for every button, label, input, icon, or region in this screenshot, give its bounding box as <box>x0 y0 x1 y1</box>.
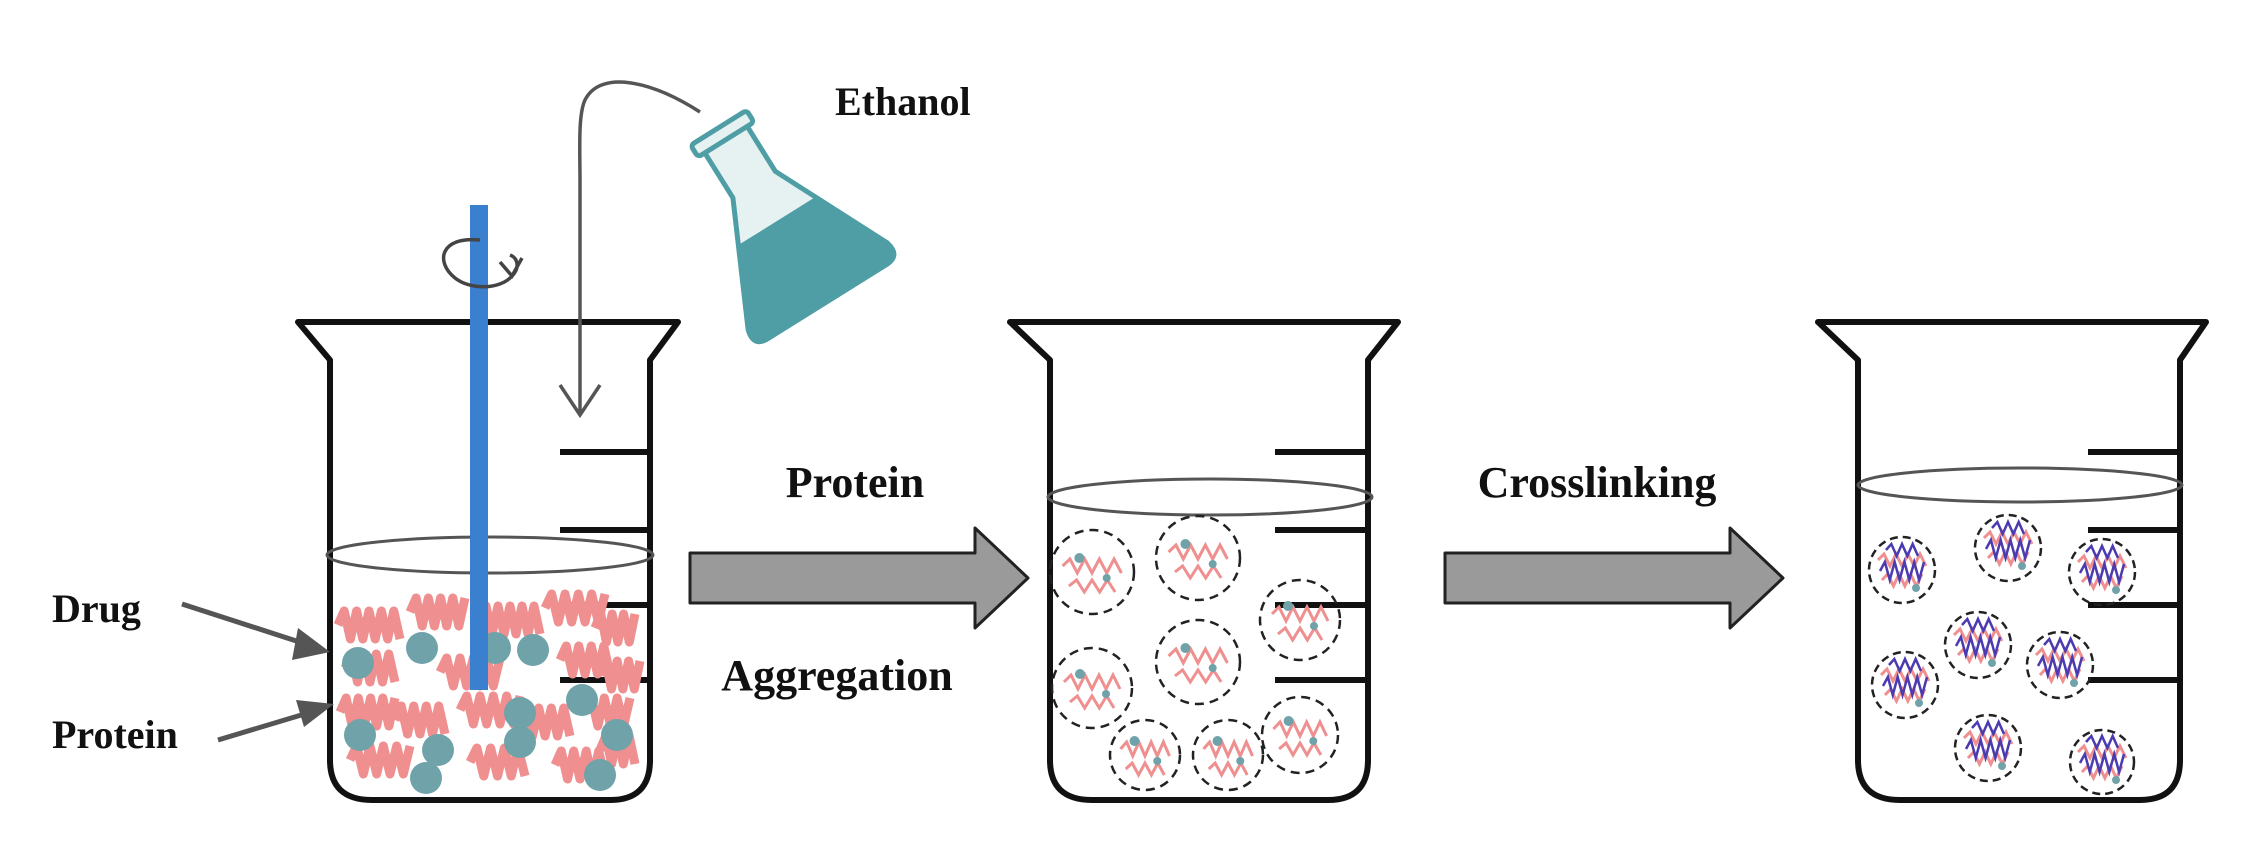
left-labels: Drug Protein <box>52 586 334 757</box>
beaker-2-liquid-surface <box>1046 477 1374 517</box>
aggregate-particle <box>1260 695 1340 775</box>
step-2-label: Crosslinking <box>1478 458 1717 507</box>
crosslinked-particle <box>1943 610 2013 680</box>
aggregate-particle <box>1191 718 1265 792</box>
aggregated-particles <box>1048 514 1342 792</box>
drug-particle <box>584 759 616 791</box>
drug-particle <box>504 697 536 729</box>
process-arrow-icon <box>1443 526 1785 630</box>
drug-particles <box>342 632 633 794</box>
protein-chain <box>590 609 640 647</box>
erlenmeyer-flask-icon <box>689 109 897 345</box>
step-1-label-bottom: Aggregation <box>721 651 952 700</box>
beaker-3-liquid-surface <box>1856 466 2184 504</box>
aggregate-particle <box>1258 578 1342 662</box>
aggregate-particle <box>1154 618 1242 706</box>
drug-particle <box>504 726 536 758</box>
protein-chain <box>390 701 450 739</box>
aggregate-particle <box>1050 646 1134 730</box>
beaker-3-outline <box>1815 319 2209 803</box>
beaker-1-outline <box>295 319 681 803</box>
drug-particle <box>601 719 633 751</box>
beaker-3 <box>1815 319 2209 803</box>
beaker-1-liquid-surface <box>325 535 655 575</box>
crosslinked-particle <box>1973 513 2043 583</box>
drug-label: Drug <box>52 586 141 631</box>
aggregate-particle <box>1108 718 1182 792</box>
protein-chain <box>335 693 400 731</box>
crosslinked-particle <box>2067 537 2137 607</box>
protein-chain <box>555 641 615 679</box>
crosslinked-particle <box>2068 728 2136 796</box>
beaker-3-graduations <box>2088 449 2182 683</box>
protein-label: Protein <box>52 712 178 757</box>
drug-particle <box>344 719 376 751</box>
step-1-arrow: Protein Aggregation <box>688 458 1030 700</box>
ethanol-flask: Ethanol <box>558 79 971 419</box>
crosslinked-particle <box>1867 535 1937 605</box>
beaker-2-graduations <box>1275 449 1370 683</box>
ethanol-label: Ethanol <box>835 79 971 124</box>
beaker-2 <box>1007 319 1401 803</box>
step-1-label-top: Protein <box>786 458 925 507</box>
crosslinked-particle <box>2025 630 2095 700</box>
drug-particle <box>566 684 598 716</box>
protein-chain <box>595 656 645 694</box>
drug-particle <box>406 632 438 664</box>
crosslinked-particle <box>1953 713 2023 783</box>
protein-chain <box>333 606 405 644</box>
crosslinked-particle <box>1870 650 1940 720</box>
crosslinked-particles <box>1867 513 2137 796</box>
beaker-1 <box>295 205 681 803</box>
process-arrow-icon <box>688 526 1030 630</box>
drug-particle <box>410 762 442 794</box>
protein-chain <box>345 741 415 779</box>
protein-chain <box>405 593 470 631</box>
drug-particle <box>422 734 454 766</box>
aggregate-particle <box>1154 514 1242 602</box>
pour-arrow <box>577 80 701 412</box>
beaker-2-outline <box>1007 319 1401 803</box>
protein-chains <box>333 589 645 784</box>
drug-particle <box>342 647 374 679</box>
protein-chain <box>540 589 610 627</box>
aggregate-particle <box>1048 528 1136 616</box>
stir-rod-icon <box>470 205 488 690</box>
protein-chain <box>475 601 545 639</box>
step-2-arrow: Crosslinking <box>1443 458 1785 630</box>
drug-particle <box>517 634 549 666</box>
